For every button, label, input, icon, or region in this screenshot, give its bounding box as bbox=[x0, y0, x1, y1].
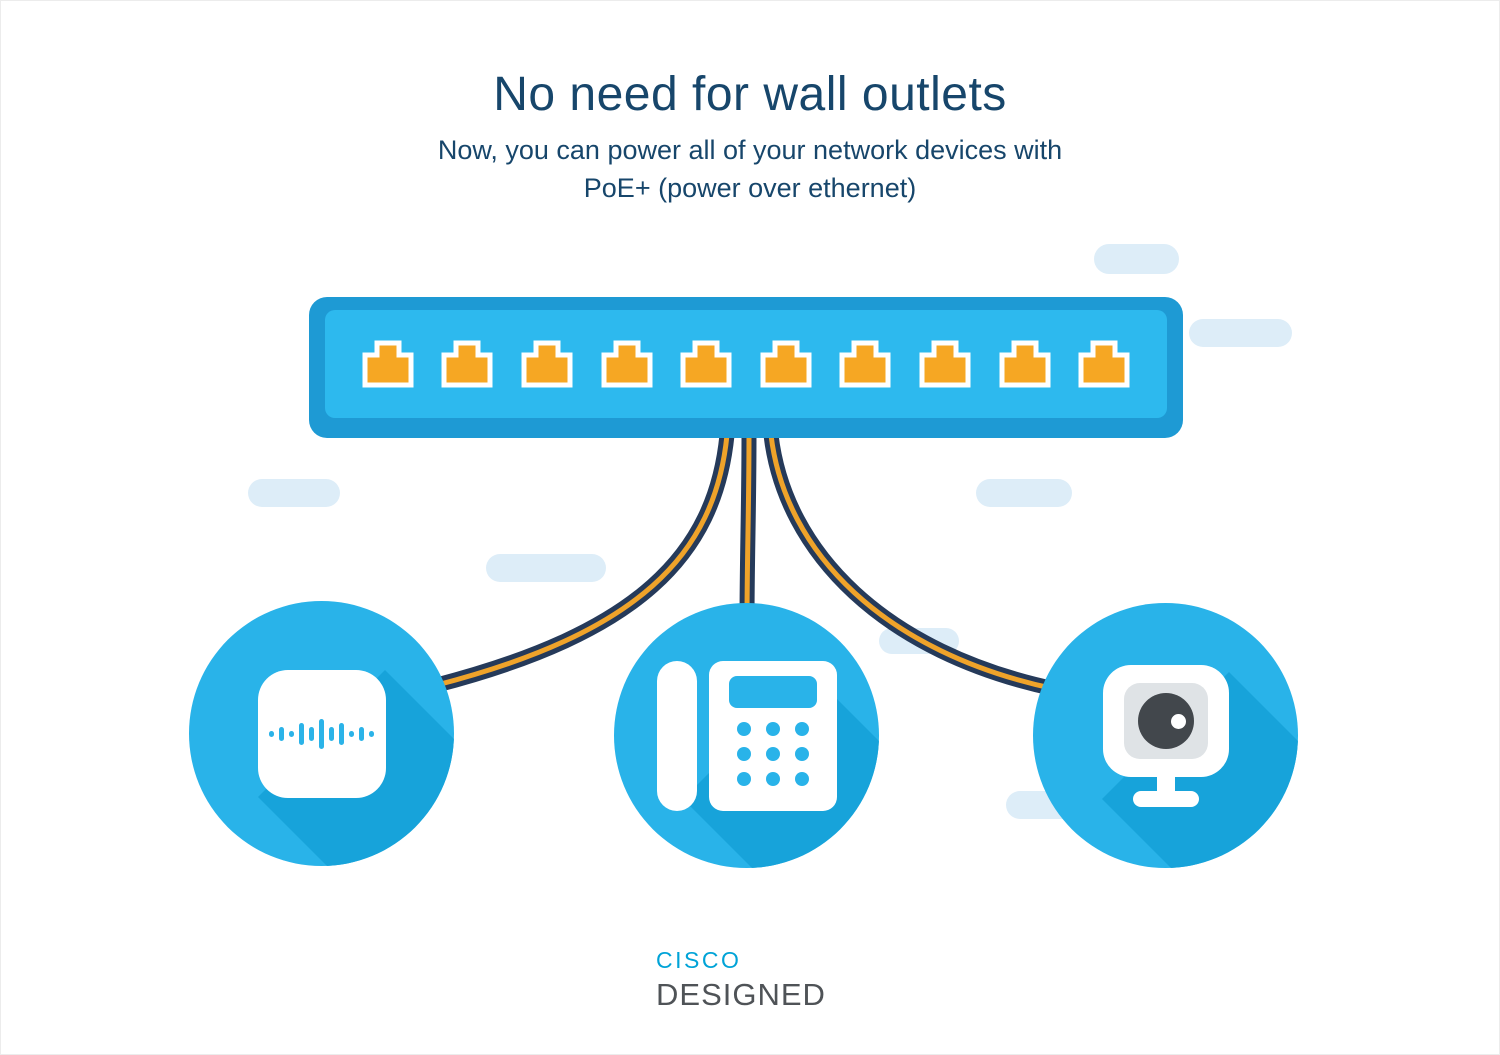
keypad-dot bbox=[736, 746, 751, 761]
ethernet-port bbox=[918, 339, 972, 389]
waveform-bar bbox=[309, 726, 314, 741]
ethernet-port bbox=[759, 339, 813, 389]
rj45-port-icon bbox=[919, 340, 971, 388]
waveform-bar bbox=[349, 730, 354, 737]
desk-phone-icon bbox=[656, 660, 837, 811]
rj45-port-icon bbox=[999, 340, 1051, 388]
ethernet-port bbox=[361, 339, 415, 389]
rj45-port-icon bbox=[521, 340, 573, 388]
camera-base bbox=[1132, 790, 1199, 807]
rj45-port-icon bbox=[680, 340, 732, 388]
device-circle-access-point bbox=[189, 601, 454, 866]
waveform-bar bbox=[319, 718, 324, 749]
keypad-dot bbox=[765, 721, 780, 736]
waveform-bar bbox=[329, 726, 334, 741]
phone-body bbox=[708, 660, 837, 811]
keypad-dot bbox=[794, 721, 809, 736]
decor-pill bbox=[879, 628, 959, 654]
waveform-bar bbox=[369, 730, 374, 737]
rj45-port-icon bbox=[601, 340, 652, 388]
waveform-bar bbox=[339, 722, 344, 745]
keypad-dot bbox=[794, 771, 809, 786]
keypad bbox=[736, 721, 809, 786]
ethernet-port bbox=[1077, 339, 1131, 389]
rj45-port-icon bbox=[362, 340, 414, 388]
ethernet-port bbox=[679, 339, 733, 389]
waveform-bar bbox=[269, 730, 274, 737]
rj45-port-icon bbox=[1078, 340, 1130, 388]
keypad-dot bbox=[736, 721, 751, 736]
waveform-icon bbox=[269, 718, 374, 749]
decor-pill bbox=[1189, 319, 1292, 347]
keypad-dot bbox=[765, 771, 780, 786]
keypad-dot bbox=[765, 746, 780, 761]
ethernet-port bbox=[600, 339, 654, 389]
rj45-port-icon bbox=[760, 340, 812, 388]
webcam-icon bbox=[1102, 664, 1229, 807]
waveform-bar bbox=[359, 726, 364, 741]
camera-icon-wrap bbox=[1033, 603, 1298, 868]
ethernet-port bbox=[440, 339, 494, 389]
keypad-dot bbox=[736, 771, 751, 786]
access-point-icon-wrap bbox=[189, 601, 454, 866]
camera-bezel bbox=[1123, 682, 1208, 759]
rj45-port-icon bbox=[839, 340, 891, 388]
device-circle-camera bbox=[1033, 603, 1298, 868]
waveform-bar bbox=[279, 726, 284, 741]
camera-head bbox=[1102, 664, 1229, 777]
decor-pill bbox=[976, 479, 1072, 507]
page-subtitle: Now, you can power all of your network d… bbox=[1, 131, 1499, 207]
phone-screen bbox=[728, 675, 817, 708]
page-title: No need for wall outlets bbox=[493, 68, 1007, 121]
decor-pill bbox=[1094, 244, 1179, 274]
decor-pill bbox=[486, 554, 606, 582]
lens-highlight bbox=[1170, 713, 1186, 729]
decor-pill bbox=[248, 479, 340, 507]
subtitle-line-1: Now, you can power all of your network d… bbox=[437, 135, 1063, 165]
waveform-bar bbox=[289, 730, 294, 737]
wireless-access-point-icon bbox=[257, 669, 386, 798]
phone-handset bbox=[656, 660, 697, 811]
keypad-dot bbox=[794, 746, 809, 761]
cisco-logo: CISCO DESIGNED bbox=[656, 947, 826, 1013]
cisco-designed-text: DESIGNED bbox=[656, 977, 826, 1012]
rj45-port-icon bbox=[441, 340, 493, 388]
ethernet-port bbox=[520, 339, 574, 389]
ethernet-port bbox=[998, 339, 1052, 389]
phone-icon-wrap bbox=[614, 603, 879, 868]
camera-neck bbox=[1156, 774, 1175, 791]
ports-row bbox=[325, 310, 1167, 418]
cisco-brand-text: CISCO bbox=[656, 947, 742, 973]
ethernet-port bbox=[838, 339, 892, 389]
waveform-bar bbox=[299, 722, 304, 745]
subtitle-line-2: PoE+ (power over ethernet) bbox=[583, 173, 917, 203]
camera-lens bbox=[1137, 692, 1194, 749]
ethernet-cable-center bbox=[739, 427, 757, 629]
device-circle-phone bbox=[614, 603, 879, 868]
poe-switch bbox=[309, 297, 1183, 438]
